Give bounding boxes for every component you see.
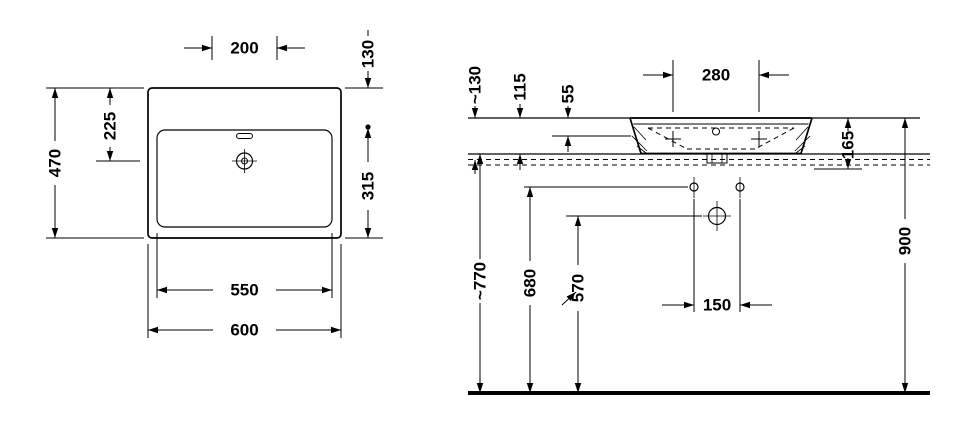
dim-680-label: 680 <box>521 269 540 297</box>
dimension-115: 115 <box>511 73 530 170</box>
dim-470-label: 470 <box>46 149 65 177</box>
dim-570-label: 570 <box>569 274 588 302</box>
elevation-view: 280 ~130 115 55 165 <box>466 60 930 395</box>
faucet-hole-mark-left <box>665 131 681 147</box>
dimension-55: 55 <box>559 85 578 152</box>
dimension-470: 470 <box>46 87 144 239</box>
dimension-315: 315 <box>345 128 383 239</box>
dimension-130: 130 <box>345 30 383 130</box>
plan-view: 200 130 315 225 470 <box>46 30 383 340</box>
basin-elevation-outline <box>629 117 813 164</box>
basin-bowl-outline <box>156 129 333 228</box>
dim-900-label: 900 <box>896 227 915 255</box>
dim-150-label: 150 <box>703 296 731 315</box>
dim-130-approx-label: ~130 <box>466 66 485 104</box>
dim-55-label: 55 <box>559 85 578 104</box>
dimension-150: 150 <box>662 199 772 315</box>
dim-130-label: 130 <box>359 40 378 68</box>
basin-outer-outline <box>147 87 342 239</box>
dimension-280: 280 <box>643 60 789 112</box>
dimension-550: 550 <box>156 233 333 300</box>
dim-550-label: 550 <box>230 281 258 300</box>
direction-arrow-icon <box>561 291 577 306</box>
fixing-hole-right <box>735 177 745 198</box>
dimension-900: 900 <box>896 118 915 393</box>
fixing-hole-left <box>689 177 699 198</box>
dimension-770-approx: ~770 <box>471 154 490 393</box>
dim-165-label: 165 <box>839 131 858 159</box>
dimension-680: 680 <box>521 186 688 393</box>
dim-200-label: 200 <box>230 39 258 58</box>
dimension-130-approx: ~130 <box>466 66 485 174</box>
dimension-570: 570 <box>561 215 702 393</box>
bowl-hidden-line <box>754 127 795 150</box>
overflow-slot-icon <box>236 133 253 139</box>
drain-hole-icon <box>703 201 731 231</box>
hatching <box>631 126 811 154</box>
outlet-box <box>706 153 728 164</box>
dim-600-label: 600 <box>230 321 258 340</box>
overflow-hole-icon <box>712 127 720 136</box>
dim-225-label: 225 <box>101 112 120 140</box>
dimension-225: 225 <box>96 88 140 162</box>
faucet-hole-icon <box>232 149 257 173</box>
dim-115-label: 115 <box>511 73 530 100</box>
dim-770-approx-label: ~770 <box>471 262 490 300</box>
dimension-600: 600 <box>147 244 342 340</box>
dimension-165: 165 <box>814 118 862 170</box>
dimension-200: 200 <box>184 36 305 60</box>
dim-315-label: 315 <box>359 172 378 200</box>
dim-280-label: 280 <box>702 66 730 85</box>
faucet-hole-mark-right <box>751 131 767 147</box>
